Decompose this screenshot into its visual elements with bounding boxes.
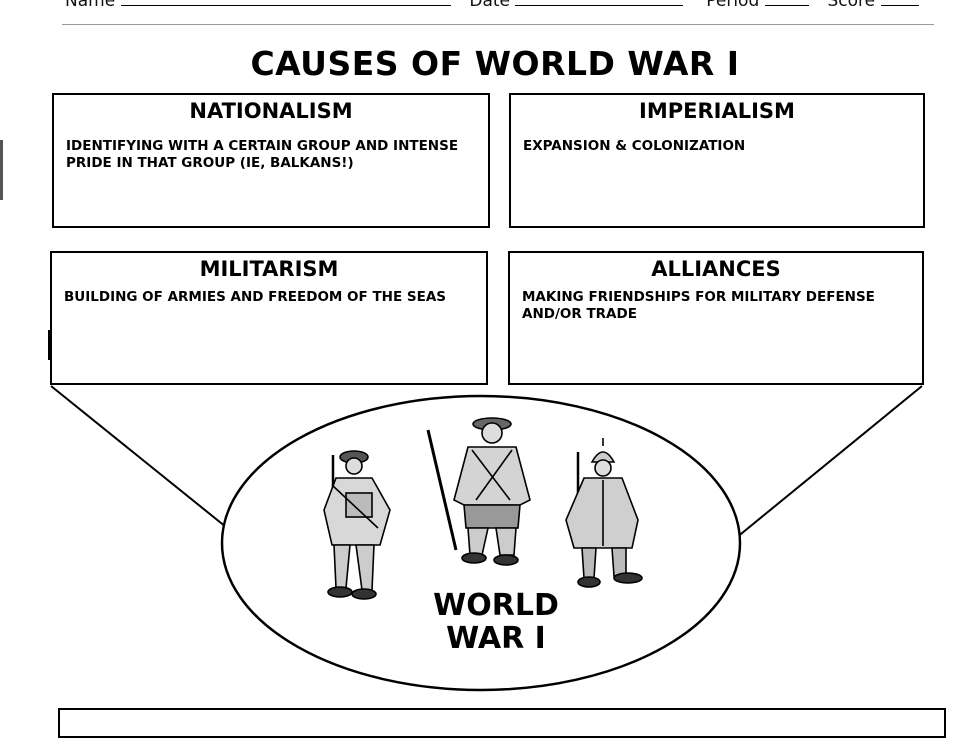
period-blank[interactable]	[764, 0, 809, 6]
period-label: Period	[706, 0, 760, 11]
date-blank[interactable]	[515, 0, 684, 6]
soldiers-illustration-icon	[323, 417, 643, 600]
header-divider	[62, 24, 934, 25]
date-label: Date	[469, 0, 511, 11]
world-war-label: WORLD WAR I	[400, 589, 592, 655]
funnel-line-right	[735, 385, 923, 539]
page-title: CAUSES OF WORLD WAR I	[250, 44, 740, 83]
funnel-line-left	[50, 385, 227, 528]
world-war-line1: WORLD	[433, 588, 559, 623]
cause-title: MILITARISM	[199, 257, 339, 281]
funnel-diagram	[50, 385, 923, 692]
scan-edge-mark	[0, 140, 3, 200]
world-war-line2: WAR I	[446, 621, 546, 656]
cause-box-nationalism: NATIONALISM IDENTIFYING WITH A CERTAIN G…	[52, 93, 490, 228]
score-blank[interactable]	[880, 0, 919, 6]
cause-description: BUILDING OF ARMIES AND FREEDOM OF THE SE…	[64, 289, 447, 305]
cause-description: IDENTIFYING WITH A CERTAIN GROUP AND INT…	[66, 138, 459, 171]
cause-box-alliances: ALLIANCES MAKING FRIENDSHIPS FOR MILITAR…	[508, 251, 924, 385]
cause-title: IMPERIALISM	[639, 99, 795, 123]
scan-edge-mark	[48, 330, 50, 360]
cause-description: MAKING FRIENDSHIPS FOR MILITARY DEFENSE …	[522, 289, 875, 322]
cause-title: ALLIANCES	[651, 257, 781, 281]
cause-description: EXPANSION & COLONIZATION	[523, 138, 746, 154]
worksheet-header: Name Date Period Score	[65, 0, 935, 11]
score-label: Score	[827, 0, 876, 11]
name-blank[interactable]	[120, 0, 451, 6]
cause-title: NATIONALISM	[189, 99, 353, 123]
cause-box-militarism: MILITARISM BUILDING OF ARMIES AND FREEDO…	[50, 251, 488, 385]
name-label: Name	[65, 0, 116, 11]
soldier-right-icon	[565, 438, 643, 588]
soldier-left-icon	[323, 450, 391, 600]
bottom-answer-box	[58, 708, 946, 738]
cause-box-imperialism: IMPERIALISM EXPANSION & COLONIZATION	[509, 93, 925, 228]
soldier-center-icon	[426, 417, 531, 566]
